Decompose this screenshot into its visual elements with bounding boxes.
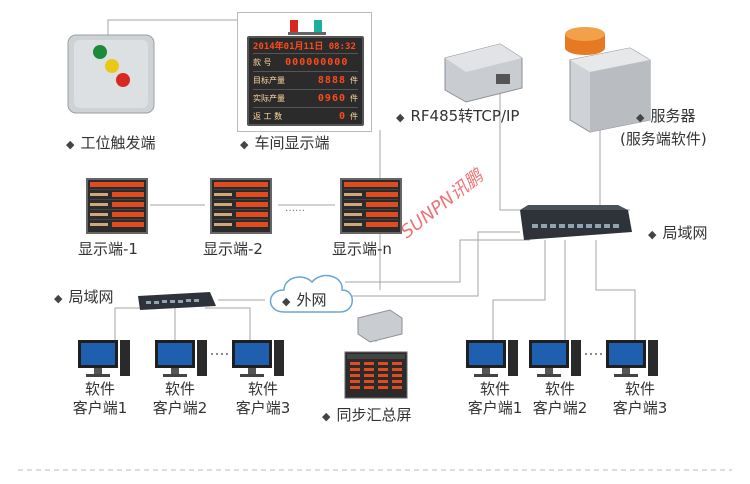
client-right-1-label: 软件 客户端1 bbox=[467, 380, 523, 417]
label-wan: ◆外网 bbox=[282, 291, 327, 309]
client-left-2-label: 软件 客户端2 bbox=[152, 380, 208, 417]
label-trigger: ◆工位触发端 bbox=[66, 134, 156, 152]
label-server: ◆服务器 bbox=[636, 107, 696, 125]
board-row-actual: 实际产量 0960 件 bbox=[253, 90, 358, 108]
client-right-2-label: 软件 客户端2 bbox=[532, 380, 588, 417]
client-left-3-label: 软件 客户端3 bbox=[235, 380, 291, 417]
label-converter: ◆RF485转TCP/IP bbox=[396, 107, 520, 125]
mini-display-n bbox=[340, 178, 402, 234]
label-sync-screen: ◆同步汇总屏 bbox=[322, 406, 412, 424]
client-computer-left-3 bbox=[232, 340, 284, 377]
workshop-display-board: 2014年01月11日 08:32 款 号 000000000 目标产量 888… bbox=[247, 36, 364, 126]
alarm-light-icon bbox=[288, 20, 326, 35]
client-right-3-label: 软件 客户端3 bbox=[612, 380, 668, 417]
sync-converter-device bbox=[357, 309, 403, 343]
client-computer-right-1 bbox=[466, 340, 518, 377]
mini-display-1 bbox=[86, 178, 148, 234]
switch-left-device bbox=[138, 292, 216, 310]
server-device bbox=[565, 27, 651, 133]
label-display-n: 显示端-n bbox=[332, 240, 392, 258]
label-display-dots: …… bbox=[285, 203, 305, 214]
label-server-software: (服务端软件) bbox=[620, 130, 707, 148]
wan-cloud bbox=[269, 274, 353, 313]
label-display-1: 显示端-1 bbox=[78, 240, 138, 258]
board-row-target: 目标产量 8888 件 bbox=[253, 72, 358, 90]
board-date-row: 2014年01月11日 08:32 bbox=[253, 38, 358, 54]
label-lan-left: ◆局域网 bbox=[54, 288, 114, 306]
client-computer-right-2 bbox=[529, 340, 581, 377]
client-computer-left-2 bbox=[155, 340, 207, 377]
switch-right-device bbox=[520, 205, 632, 240]
label-lan-right: ◆局域网 bbox=[648, 224, 708, 242]
label-display-2: 显示端-2 bbox=[203, 240, 263, 258]
converter-device bbox=[444, 43, 523, 103]
client-computer-right-3 bbox=[606, 340, 658, 377]
client-left-1-label: 软件 客户端1 bbox=[72, 380, 128, 417]
board-row-style: 款 号 000000000 bbox=[253, 54, 358, 72]
board-row-rework: 返 工 数 0 件 bbox=[253, 111, 358, 122]
client-computer-left-1 bbox=[78, 340, 130, 377]
label-workshop-display: ◆车间显示端 bbox=[240, 134, 330, 152]
mini-display-2 bbox=[210, 178, 272, 234]
sync-summary-screen bbox=[344, 351, 408, 399]
trigger-box-device bbox=[67, 34, 155, 114]
